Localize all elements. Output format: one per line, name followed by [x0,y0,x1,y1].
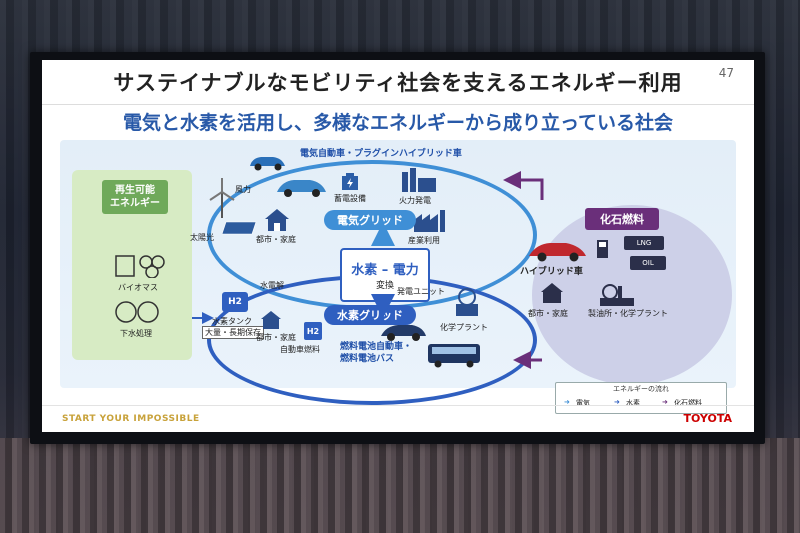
stage-floor [0,438,800,533]
hybrid-car-icon [529,243,586,262]
top-vehicle-label: 電気自動車・プラグインハイブリッド車 [300,149,462,159]
wind-label: 風力 [235,185,251,194]
city-top-label: 都市・家庭 [256,235,296,244]
h2-fuel-icon: H2 [304,322,322,340]
h2-tank-label: 水素タンク [212,317,252,326]
chem-plant-icon [456,288,478,316]
city-bottom-label: 都市・家庭 [256,333,296,342]
slide-subtitle: 電気と水素を活用し、多様なエネルギーから成り立っている社会 [122,112,674,134]
ev-car-icon [250,157,285,171]
h2-tank-icon: H2 [222,292,248,312]
electrolysis-label: 水電解 [260,281,284,290]
chem-plant-label: 化学プラント [440,323,488,332]
refinery-label: 製油所・化学プラント [588,309,668,318]
wind-turbine-icon [209,178,235,218]
h2-fuel-label: 自動車燃料 [280,345,320,354]
legend-arrow-electric: ➜ [564,398,570,406]
thermal-plant-icon [402,168,436,192]
legend-fossil: 化石燃料 [674,399,702,407]
fossil-panel [532,205,732,385]
oil-tanker-icon: OIL [630,256,666,270]
fcv-car-icon [381,325,426,341]
h2-power-conversion-box: 水素 – 電力 変換 [340,248,430,302]
house-icon-top [265,209,289,231]
solar-label: 太陽光 [190,233,214,242]
solar-panel-icon [222,221,257,235]
page-number: 47 [718,66,734,80]
fc-bus-icon [428,344,480,368]
sewage-tank-icon [115,301,159,323]
legend-hydrogen: 水素 [626,399,640,407]
lng-ship-icon: LNG [624,236,664,250]
conversion-sub-label: 変換 [375,281,394,291]
energy-flow-legend: エネルギーの流れ ➜ 電気 ➜ 水素 ➜ 化石燃料 [555,382,727,414]
house-icon-right [541,283,563,303]
renewable-label: 再生可能 エネルギー [102,180,168,214]
fuel-pump-icon [597,240,608,258]
fcv-label: 燃料電池自動車・ 燃料電池バス [340,342,413,364]
flow-arrows [192,171,544,369]
slide-title: サステイナブルなモビリティ社会を支えるエネルギー利用 [113,71,683,95]
conversion-main-label: 水素 – 電力 [351,263,419,278]
house-icon-bottom [261,311,281,329]
refinery-icon [600,284,634,306]
legend-title: エネルギーの流れ [613,385,669,393]
hybrid-label: ハイブリッド車 [520,267,583,277]
footer-divider [42,405,754,406]
title-bar: サステイナブルなモビリティ社会を支えるエネルギー利用 [42,60,754,105]
city-right-label: 都市・家庭 [528,309,568,318]
legend-electric: 電気 [576,399,590,407]
sewage-label: 下水処理 [120,329,152,338]
fossil-label: 化石燃料 [585,208,659,230]
toyota-logo: TOYOTA [683,412,732,425]
biomass-icon [115,255,165,278]
biomass-label: バイオマス [118,283,158,292]
industry-label: 産業利用 [408,236,440,245]
legend-arrow-fossil: ➜ [662,398,668,406]
bulk-storage-label: 大量・長期保存 [202,326,264,339]
storage-label: 蓄電設備 [334,194,366,203]
battery-icon [342,173,358,190]
factory-icon [414,210,445,232]
gen-unit-label: 発電ユニット [397,287,445,296]
footer-tagline: START YOUR IMPOSSIBLE [62,414,200,424]
presentation-slide: サステイナブルなモビリティ社会を支えるエネルギー利用 47 電気と水素を活用し、… [42,60,754,432]
thermal-label: 火力発電 [399,196,431,205]
phv-car-icon [277,180,326,197]
legend-arrow-hydrogen: ➜ [614,398,620,406]
